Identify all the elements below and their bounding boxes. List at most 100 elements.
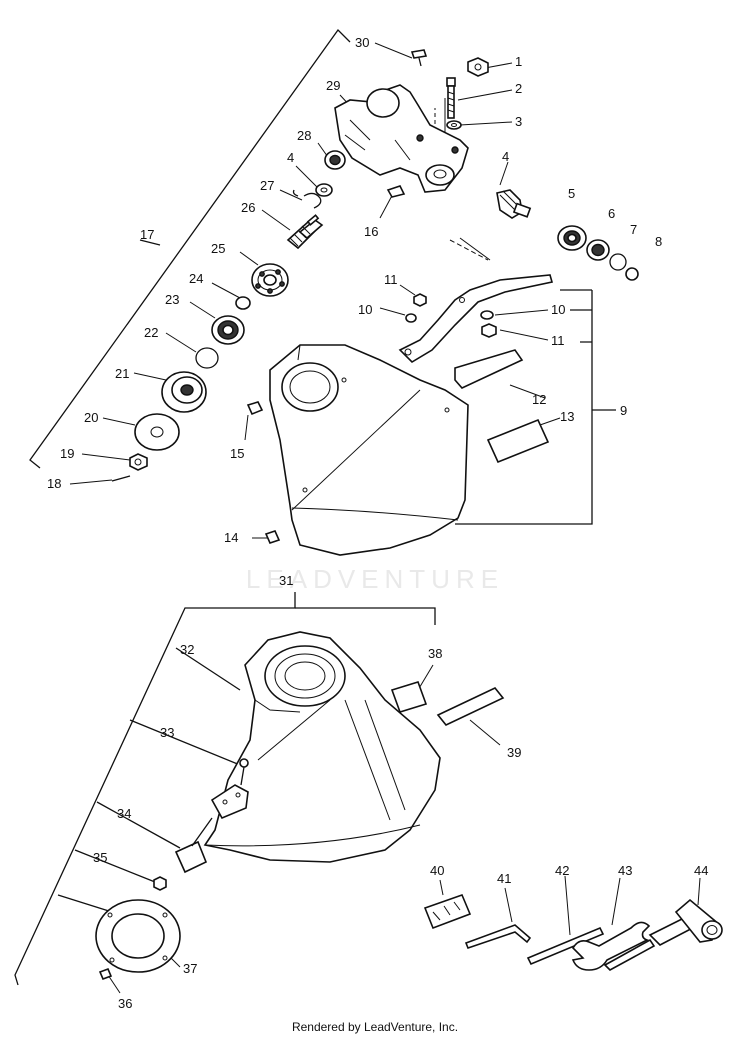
callout-23: 23 <box>165 292 179 307</box>
rod-42 <box>526 875 605 966</box>
bearing-6 <box>586 239 610 261</box>
callout-11b: 11 <box>551 333 565 348</box>
callout-22: 22 <box>144 325 158 340</box>
callout-18: 18 <box>47 476 61 491</box>
washer-24 <box>235 296 251 310</box>
snap-ring-27 <box>292 189 322 209</box>
holder-21 <box>161 371 207 413</box>
nut-11a <box>413 293 427 307</box>
watermark-text: LEADVENTURE <box>246 564 504 594</box>
bolt-2 <box>446 77 456 119</box>
ring-8 <box>625 267 639 281</box>
callout-36: 36 <box>118 996 132 1011</box>
callout-38: 38 <box>428 646 442 661</box>
callout-14: 14 <box>224 530 238 545</box>
shaft-26 <box>286 214 324 250</box>
callout-29: 29 <box>326 78 340 93</box>
callout-25: 25 <box>211 241 225 256</box>
bolt-15 <box>246 401 264 416</box>
callout-39: 39 <box>507 745 521 760</box>
wrench-43 <box>571 877 656 971</box>
callout-12: 12 <box>532 392 546 407</box>
nut-19 <box>129 453 148 471</box>
bearing-5 <box>557 225 587 251</box>
callout-28: 28 <box>297 128 311 143</box>
bearing-23 <box>211 315 245 345</box>
callout-13: 13 <box>560 409 574 424</box>
callout-20: 20 <box>84 410 98 425</box>
callout-3: 3 <box>515 114 522 129</box>
callout-30: 30 <box>355 35 369 50</box>
callout-16: 16 <box>364 224 378 239</box>
bolt-14 <box>264 530 281 544</box>
washer-4 <box>315 183 333 197</box>
pinion-gear-4 <box>496 189 532 219</box>
callout-34: 34 <box>117 806 131 821</box>
screw-36 <box>98 967 113 981</box>
decal-38 <box>390 681 428 713</box>
snap-ring-7 <box>609 253 627 271</box>
screw-33 <box>239 758 249 786</box>
tool-bag-40 <box>423 879 472 930</box>
shield-upper <box>269 344 469 556</box>
washer-20 <box>134 413 180 451</box>
plate-37 <box>95 899 181 973</box>
callout-21: 21 <box>115 366 129 381</box>
callout-10b: 10 <box>551 302 565 317</box>
bracket-plate <box>210 784 249 820</box>
callout-31: 31 <box>279 573 293 588</box>
callout-1: 1 <box>515 54 522 69</box>
ring-22 <box>195 347 219 369</box>
bracket-arm <box>398 274 554 364</box>
decal-13 <box>486 418 550 464</box>
callout-9: 9 <box>620 403 627 418</box>
callout-33: 33 <box>160 725 174 740</box>
callout-5: 5 <box>568 186 575 201</box>
callout-42: 42 <box>555 863 569 878</box>
washer-10b <box>480 310 494 320</box>
callout-19: 19 <box>60 446 74 461</box>
callout-6: 6 <box>608 206 615 221</box>
callout-10a: 10 <box>358 302 372 317</box>
callout-4b: 4 <box>502 149 509 164</box>
callout-44: 44 <box>694 863 708 878</box>
callout-32: 32 <box>180 642 194 657</box>
callout-8: 8 <box>655 234 662 249</box>
callout-27: 27 <box>260 178 274 193</box>
callout-35: 35 <box>93 850 107 865</box>
leader-lines-left <box>69 42 413 485</box>
callout-4a: 4 <box>287 150 294 165</box>
blade-34 <box>174 817 213 874</box>
decal-39 <box>436 687 505 726</box>
callout-24: 24 <box>189 271 203 286</box>
hex-wrench-41 <box>464 887 532 950</box>
bracket-17 <box>29 28 351 469</box>
callout-2: 2 <box>515 81 522 96</box>
washer-3 <box>446 120 462 130</box>
decal-12 <box>454 349 524 389</box>
box-wrench-44 <box>648 877 723 946</box>
nut-1 <box>467 57 489 77</box>
screw-30 <box>410 49 428 67</box>
callout-26: 26 <box>241 200 255 215</box>
gear-housing-29 <box>334 84 469 193</box>
shield-lower-32 <box>203 631 441 863</box>
bearing-25 <box>251 263 289 297</box>
callout-41: 41 <box>497 871 511 886</box>
callout-15: 15 <box>230 446 244 461</box>
washer-10a <box>405 313 417 323</box>
bracket-31 <box>14 592 436 986</box>
pin-18 <box>111 475 131 482</box>
leader-lines-right <box>244 62 616 539</box>
callout-7: 7 <box>630 222 637 237</box>
callout-17: 17 <box>140 227 154 242</box>
plate-16 <box>386 185 406 198</box>
callout-11a: 11 <box>384 272 398 287</box>
callout-37: 37 <box>183 961 197 976</box>
footer-credit: Rendered by LeadVenture, Inc. <box>291 1020 459 1034</box>
nut-35 <box>153 876 167 891</box>
callout-labels: 30 1 2 3 29 28 4 4 27 26 16 5 6 7 8 17 2… <box>47 35 708 1011</box>
callout-40: 40 <box>430 863 444 878</box>
bearing-28 <box>324 150 346 170</box>
